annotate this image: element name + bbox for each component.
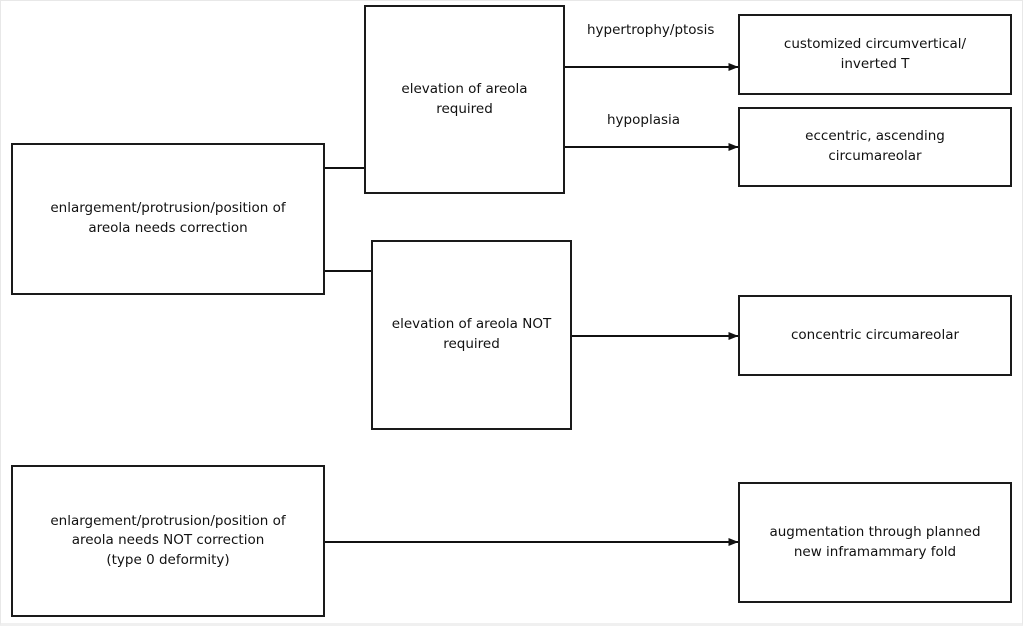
node-elevation-not-required-label: elevation of areola NOT required bbox=[391, 316, 552, 352]
node-augmentation-planned-fold[interactable]: augmentation through planned new inframa… bbox=[738, 482, 1012, 603]
edge-label-hypoplasia: hypoplasia bbox=[607, 112, 681, 128]
node-needs-not-correction-label: enlargement/protrusion/position of areol… bbox=[50, 512, 286, 568]
node-needs-correction[interactable]: enlargement/protrusion/position of areol… bbox=[11, 143, 325, 295]
node-elevation-not-required[interactable]: elevation of areola NOT required bbox=[371, 240, 572, 430]
node-customized-circumvertical[interactable]: customized circumvertical/ inverted T bbox=[738, 14, 1012, 95]
edge-label-hypertrophy-ptosis: hypertrophy/ptosis bbox=[587, 22, 715, 38]
node-concentric-circumareolar-label: concentric circumareolar bbox=[790, 326, 960, 343]
node-needs-not-correction[interactable]: enlargement/protrusion/position of areol… bbox=[11, 465, 325, 617]
node-augmentation-planned-fold-label: augmentation through planned new inframa… bbox=[769, 523, 981, 560]
node-eccentric-ascending[interactable]: eccentric, ascending circumareolar bbox=[738, 107, 1012, 187]
node-elevation-required[interactable]: elevation of areola required bbox=[364, 5, 565, 194]
node-customized-circumvertical-label: customized circumvertical/ inverted T bbox=[783, 35, 967, 72]
node-needs-correction-label: enlargement/protrusion/position of areol… bbox=[50, 200, 286, 236]
node-elevation-required-label: elevation of areola required bbox=[401, 80, 528, 117]
node-eccentric-ascending-label: eccentric, ascending circumareolar bbox=[805, 128, 945, 164]
node-concentric-circumareolar[interactable]: concentric circumareolar bbox=[738, 295, 1012, 376]
